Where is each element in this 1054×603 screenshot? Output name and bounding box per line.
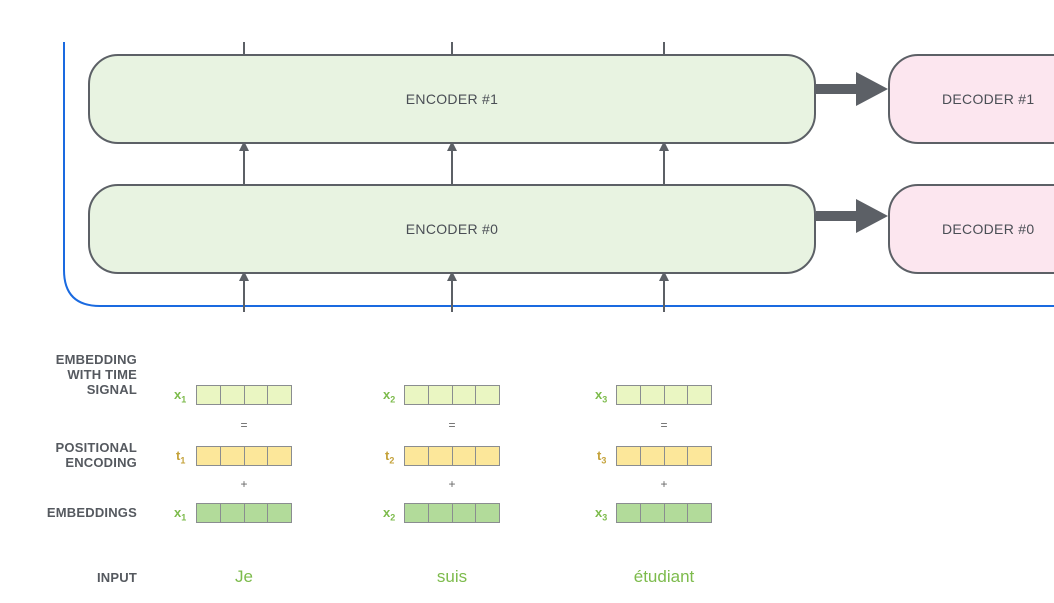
- time-signal-vector-2: [404, 385, 500, 405]
- positional-vector-2: [404, 446, 500, 466]
- input-word-1: Je: [235, 567, 253, 586]
- label-embeddings: EMBEDDINGS: [46, 505, 137, 520]
- top-stubs: [243, 42, 665, 54]
- encoder-stack-frame: [63, 42, 1054, 307]
- embedding-var-3: x3: [595, 505, 608, 523]
- decoder-1-box: DECODER #1: [888, 54, 1054, 144]
- equals-sign-1: =: [240, 418, 248, 432]
- embedding-vector-1: [196, 503, 292, 523]
- positional-var-2: t2: [385, 448, 395, 466]
- input-word-3: étudiant: [633, 567, 695, 586]
- equals-sign-3: =: [660, 418, 668, 432]
- encoder-to-decoder-arrows: [816, 72, 888, 233]
- time-signal-var-2: x2: [383, 387, 396, 405]
- input-word-2: suis: [436, 567, 468, 586]
- time-signal-vector-3: [616, 385, 712, 405]
- positional-vector-3: [616, 446, 712, 466]
- plus-sign-2: +: [448, 477, 456, 491]
- input-arrows: [239, 271, 669, 312]
- embedding-vector-3: [616, 503, 712, 523]
- encoder-1-label: ENCODER #1: [405, 91, 499, 107]
- plus-sign-3: +: [660, 477, 668, 491]
- time-signal-var-1: x1: [174, 387, 187, 405]
- positional-var-1: t1: [176, 448, 186, 466]
- time-signal-vector-1: [196, 385, 292, 405]
- encoder-0-box: ENCODER #0: [88, 184, 816, 274]
- equals-sign-2: =: [448, 418, 456, 432]
- embedding-var-2: x2: [383, 505, 396, 523]
- embedding-var-1: x1: [174, 505, 187, 523]
- decoder-0-label: DECODER #0: [942, 221, 1035, 237]
- encoder-0-label: ENCODER #0: [405, 221, 499, 237]
- embedding-vector-2: [404, 503, 500, 523]
- label-embedding-with-time-signal: EMBEDDING WITH TIME SIGNAL: [55, 352, 137, 397]
- decoder-0-box: DECODER #0: [888, 184, 1054, 274]
- encoder0-to-encoder1-arrows: [239, 141, 669, 184]
- label-positional-encoding: POSITIONAL ENCODING: [55, 440, 137, 470]
- decoder-1-label: DECODER #1: [942, 91, 1035, 107]
- plus-sign-1: +: [240, 477, 248, 491]
- encoder-1-box: ENCODER #1: [88, 54, 816, 144]
- time-signal-var-3: x3: [595, 387, 608, 405]
- label-input: INPUT: [97, 570, 137, 585]
- positional-var-3: t3: [597, 448, 607, 466]
- positional-vector-1: [196, 446, 292, 466]
